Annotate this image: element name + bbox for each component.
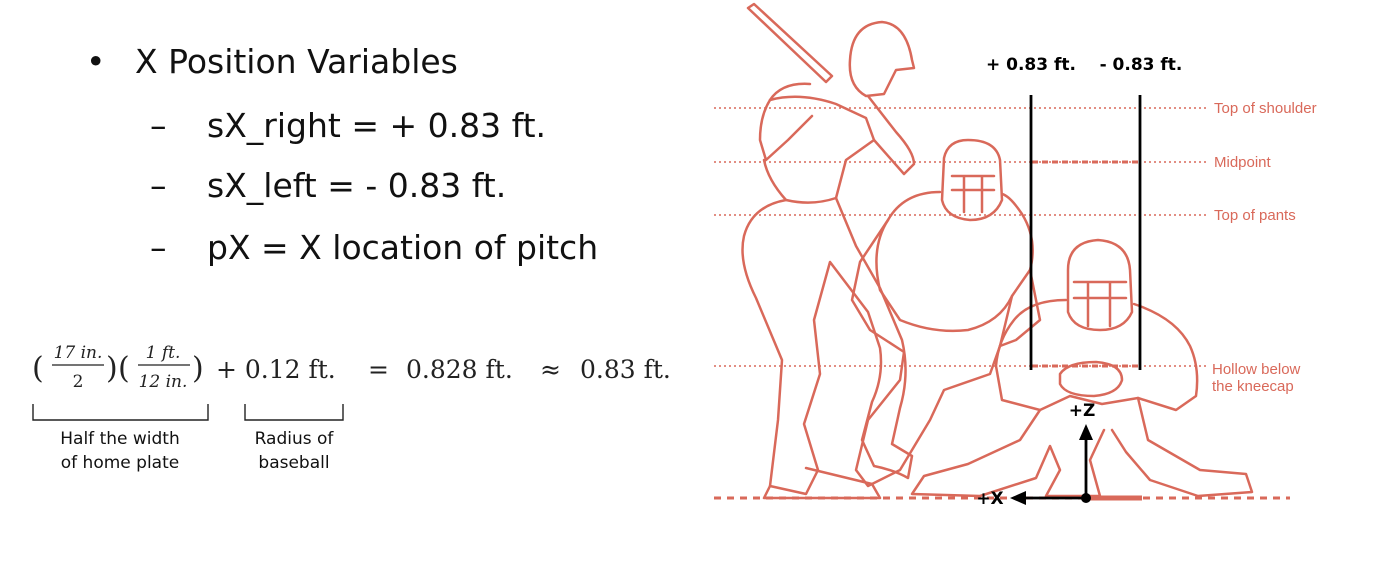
paren-open-1: ( — [32, 351, 44, 386]
batter-legs — [741, 196, 914, 496]
umpire-right-leg — [1110, 396, 1254, 498]
catcher-arm — [998, 268, 1042, 348]
strike-zone-diagram: + 0.83 ft. - 0.83 ft. Top of shoulder Mi… — [700, 0, 1386, 571]
sub-bullet-dash: – — [150, 166, 167, 205]
formula-equals: = — [368, 355, 389, 384]
midpoint-label: Midpoint — [1214, 154, 1272, 171]
umpire-mask-bars — [1072, 280, 1128, 328]
brace-ball-radius-label: Radius of baseball — [234, 427, 354, 475]
paren-close-2: ) — [192, 351, 204, 386]
catcher-glove-icon — [1058, 360, 1124, 398]
strike-zone-svg: + 0.83 ft. - 0.83 ft. Top of shoulder Mi… — [714, 2, 1317, 509]
sub-bullet-text: sX_left = - 0.83 ft. — [207, 166, 507, 205]
batter-back-arm — [758, 82, 814, 162]
catcher-illustration — [850, 138, 1042, 488]
frac2-numerator: 1 ft. — [146, 343, 181, 363]
umpire-left-leg — [910, 408, 1106, 498]
catcher-legs — [850, 218, 1014, 488]
formula-approx: ≈ — [540, 355, 561, 384]
right-boundary-label: + 0.83 ft. — [986, 55, 1076, 75]
formula-rounded: 0.83 ft. — [580, 355, 671, 384]
brace-label-line: Radius of — [254, 429, 334, 449]
paren-open-2: ( — [118, 351, 130, 386]
brace-label-line: of home plate — [60, 453, 180, 473]
batter-arms — [866, 94, 916, 176]
catcher-mask-icon — [940, 138, 1004, 222]
plate-width-formula: ( 17 in. 2 ) ( 1 ft. 12 in. ) + 0.12 ft.… — [32, 343, 671, 475]
brace-half-plate-label: Half the width of home plate — [40, 427, 200, 475]
bullet-main-text: X Position Variables — [135, 42, 458, 81]
origin-point — [1081, 493, 1091, 503]
sub-bullet-text: pX = X location of pitch — [207, 228, 599, 267]
x-axis-arrowhead — [1010, 491, 1026, 505]
formula-svg: ( 17 in. 2 ) ( 1 ft. 12 in. ) + 0.12 ft.… — [32, 343, 671, 421]
knee-label-line1: Hollow below — [1212, 361, 1301, 378]
z-axis-label: +Z — [1069, 401, 1096, 421]
shoulder-label: Top of shoulder — [1214, 100, 1317, 117]
sub-bullet-dash: – — [150, 228, 167, 267]
brace-label-line: Half the width — [60, 429, 180, 449]
knee-label-line2: the kneecap — [1212, 378, 1294, 395]
umpire-torso — [994, 298, 1199, 412]
batter-helmet-icon — [848, 20, 916, 98]
frac1-numerator: 17 in. — [54, 343, 103, 363]
frac2-denominator: 12 in. — [139, 372, 188, 392]
sub-bullet-dash: – — [150, 106, 167, 145]
sub-bullet-text: sX_right = + 0.83 ft. — [207, 106, 547, 145]
paren-close-1: ) — [106, 351, 118, 386]
umpire-mask-icon — [1066, 238, 1134, 332]
batter-cleats — [762, 466, 882, 500]
batter-torso — [762, 95, 876, 204]
catcher-mask-bars — [950, 174, 996, 214]
frac1-denominator: 2 — [73, 372, 84, 392]
x-axis-label: +X — [976, 489, 1003, 509]
umpire-illustration — [910, 238, 1254, 498]
bullet-dot: • — [86, 42, 106, 81]
batter-illustration — [741, 2, 916, 500]
formula-result: 0.828 ft. — [406, 355, 513, 384]
formula-term-radius: + 0.12 ft. — [216, 355, 336, 384]
z-axis-arrowhead — [1079, 424, 1093, 440]
brace-ball-radius — [244, 404, 344, 421]
bat-icon — [746, 2, 834, 84]
brace-half-plate — [32, 404, 209, 421]
left-boundary-label: - 0.83 ft. — [1100, 55, 1183, 75]
pants-label: Top of pants — [1214, 207, 1296, 224]
brace-label-line: baseball — [258, 453, 330, 473]
